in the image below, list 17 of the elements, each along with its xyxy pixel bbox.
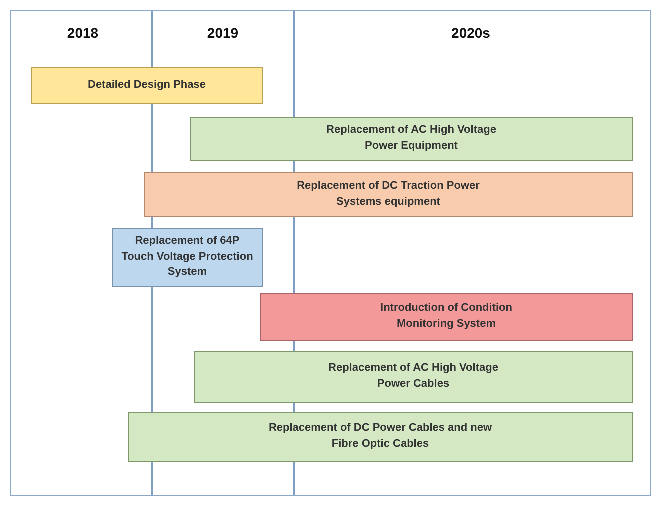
bar-label: Detailed Design Phase	[88, 78, 206, 93]
timeline-bar	[31, 67, 263, 104]
timeline-bar	[112, 228, 263, 287]
timeline-bar	[144, 172, 633, 217]
bar-label: Replacement of 64P Touch Voltage Protection System	[120, 234, 254, 280]
year-heading: 2020s	[452, 25, 490, 41]
bar-label: Introduction of Condition Monitoring System	[380, 301, 514, 332]
bar-label: Replacement of AC High Voltage Power Equipment	[326, 123, 498, 154]
timeline-bar	[260, 293, 633, 341]
bar-label: Replacement of AC High Voltage Power Cables	[328, 361, 500, 392]
bar-label: Replacement of DC Traction Power Systems equipment	[296, 178, 481, 210]
timeline-bar	[194, 351, 633, 403]
bar-label: Replacement of DC Power Cables and new Fibre Optic Cables	[268, 421, 494, 452]
year-heading: 2018	[67, 25, 99, 41]
year-heading: 2019	[207, 25, 239, 41]
timeline-bar	[128, 412, 633, 462]
timeline-bar	[190, 117, 633, 161]
